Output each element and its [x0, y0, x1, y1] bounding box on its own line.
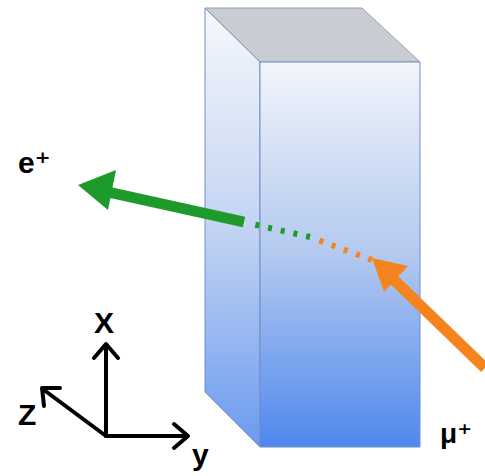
- particle-label: μ⁺: [440, 420, 472, 448]
- particle-label: e⁺: [18, 148, 51, 178]
- axis-label: X: [94, 308, 114, 338]
- block-front: [260, 62, 420, 447]
- axes: [42, 344, 188, 448]
- positron-path-dotted: [252, 224, 310, 237]
- positron-track: [108, 192, 244, 222]
- muon-track: [392, 278, 485, 368]
- axis-label: Z: [18, 400, 36, 430]
- muon-path-dotted: [318, 240, 372, 260]
- muon-arrowhead: [372, 258, 408, 292]
- axis-label: y: [192, 440, 209, 470]
- positron-arrowhead: [78, 170, 116, 210]
- block-side: [205, 8, 260, 447]
